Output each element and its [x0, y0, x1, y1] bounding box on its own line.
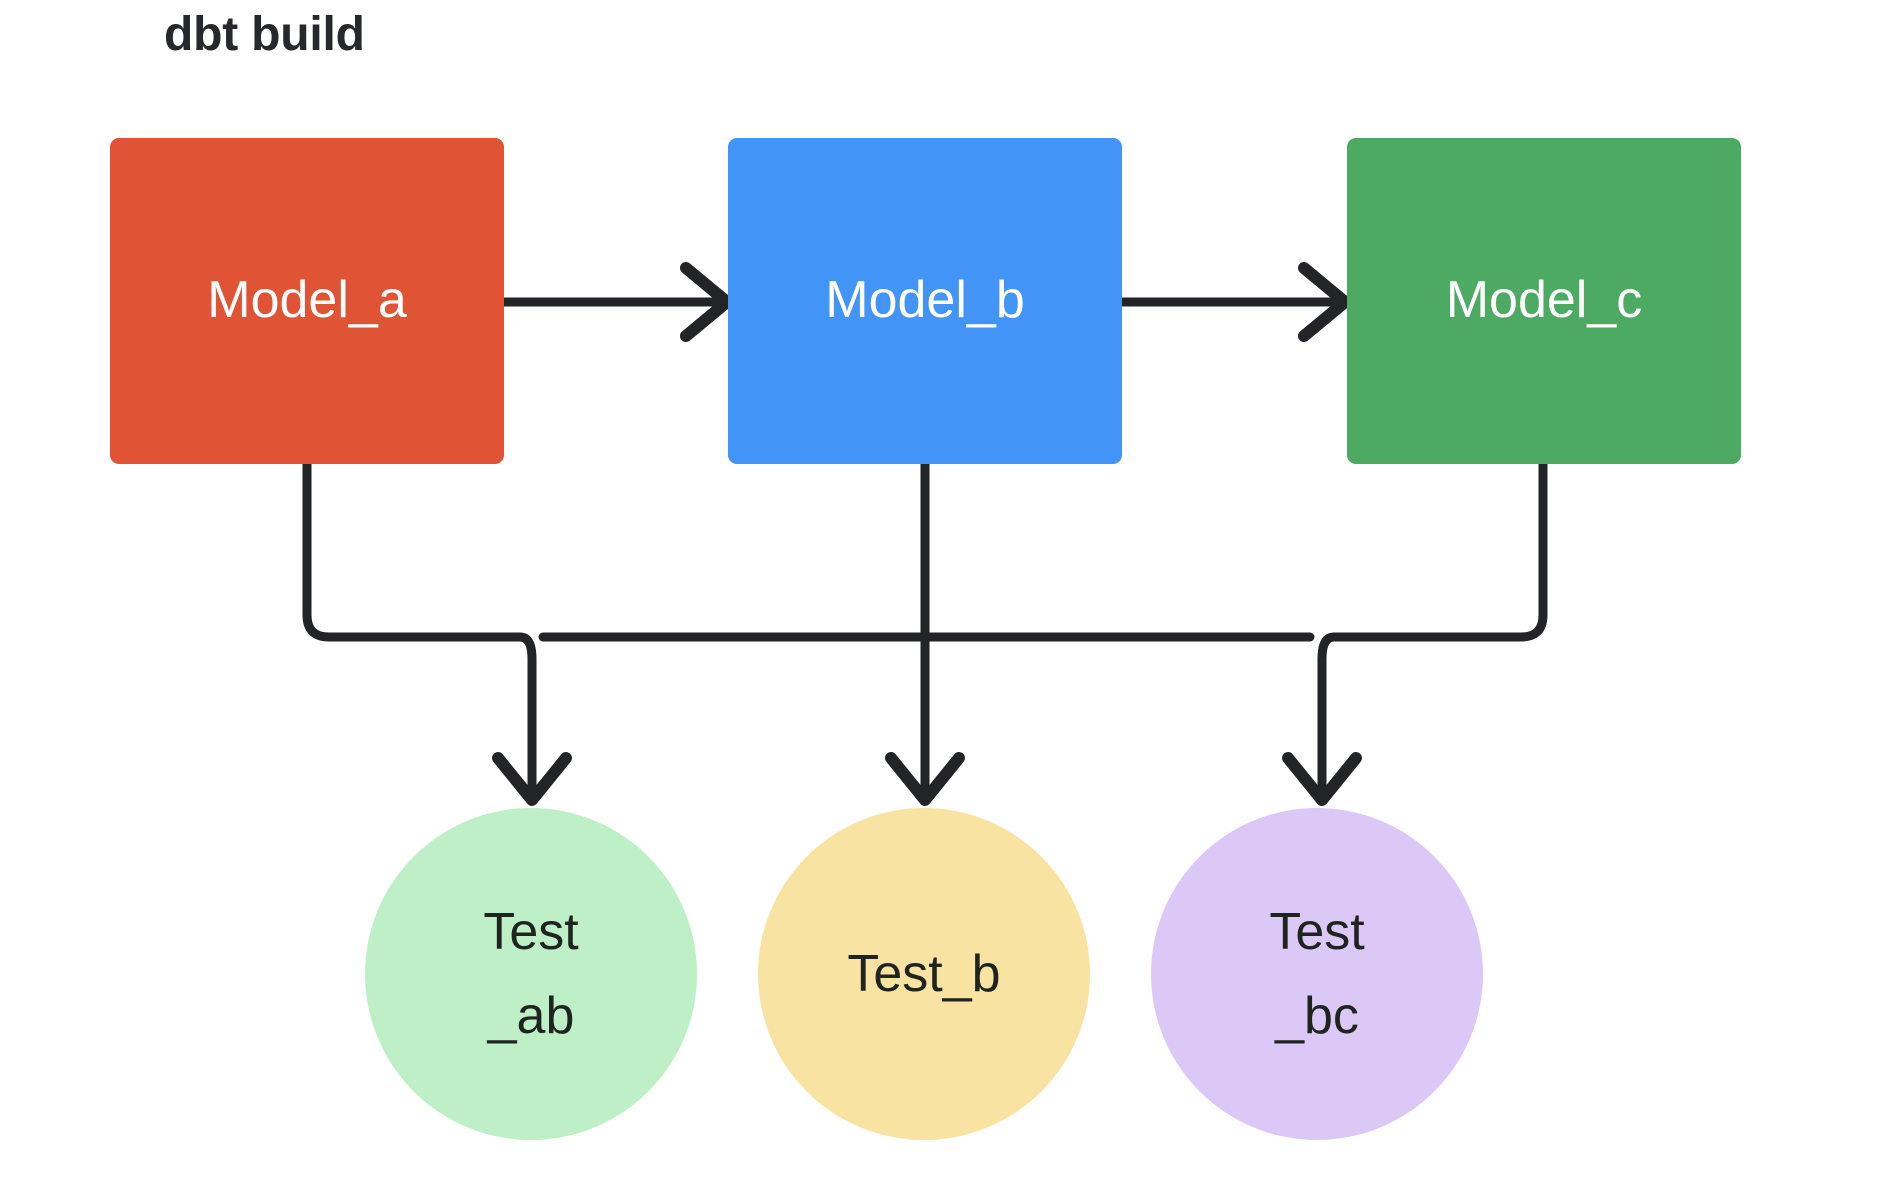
node-test-ab-label: Test _ab [483, 902, 579, 1045]
edge-model-a-to-test-bus [302, 459, 525, 642]
node-model-a-label: Model_a [207, 271, 407, 330]
edge-model-b-to-test-b [885, 459, 965, 806]
node-test-bc-label: Test _bc [1269, 902, 1365, 1045]
edge-branch-to-test-ab [492, 632, 572, 806]
node-model-c[interactable]: Model_c [1347, 138, 1741, 464]
node-test-b-label: Test_b [847, 944, 1001, 1003]
edge-model-a-to-model-b [499, 262, 733, 342]
node-model-a[interactable]: Model_a [110, 138, 504, 464]
node-model-b[interactable]: Model_b [728, 138, 1122, 464]
node-model-b-label: Model_b [825, 271, 1025, 330]
edge-branch-to-test-bc [1282, 632, 1362, 806]
diagram-title: dbt build [164, 8, 365, 61]
edge-model-b-to-model-c [1118, 262, 1351, 342]
node-test-bc[interactable]: Test _bc [1151, 808, 1483, 1140]
node-model-c-label: Model_c [1445, 271, 1643, 330]
node-test-b[interactable]: Test_b [758, 808, 1090, 1140]
node-test-ab[interactable]: Test _ab [365, 808, 697, 1140]
edge-model-c-to-test-bus [1329, 459, 1548, 642]
